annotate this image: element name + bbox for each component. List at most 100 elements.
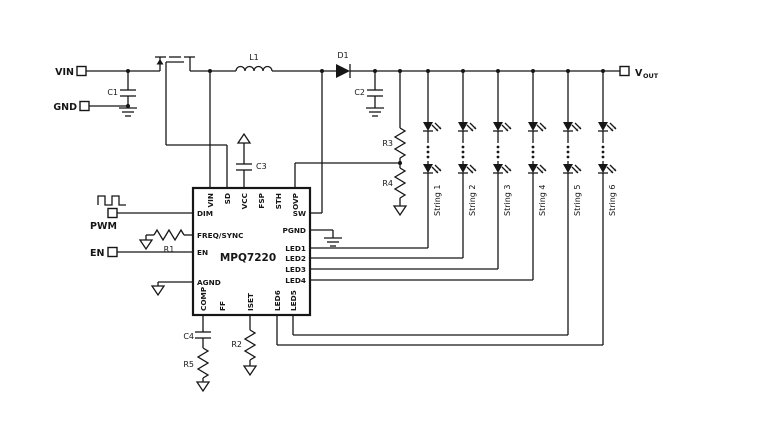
led-string-1: String 1 — [422, 121, 442, 216]
pwm-pad — [107, 207, 118, 219]
gnd-label: GND — [53, 102, 77, 113]
pin-label-led3: LED3 — [285, 265, 306, 274]
c4-label: C4 — [183, 332, 194, 341]
ground-icon — [118, 107, 138, 117]
wires — [86, 62, 620, 382]
c1-label: C1 — [107, 88, 118, 97]
led-icon — [562, 121, 582, 132]
led-icon — [597, 163, 617, 174]
resistor-icon — [394, 167, 406, 199]
analog-ground-icon — [151, 285, 165, 296]
led-string-5: String 5 — [562, 121, 582, 216]
pin-label-led6: LED6 — [273, 290, 282, 311]
ellipsis-dots-icon — [531, 145, 535, 159]
pin-label-en: EN — [197, 248, 208, 257]
led-string-3: String 3 — [492, 121, 512, 216]
capacitor-c3: C3 — [235, 132, 267, 171]
ground-icon — [323, 237, 343, 247]
vin-terminal: VIN — [55, 65, 87, 78]
led-icon — [492, 121, 512, 132]
diode-d1: D1 — [336, 51, 351, 78]
vout-subscript: OUT — [643, 72, 659, 80]
analog-ground-icon — [139, 239, 153, 250]
ground-icon — [365, 107, 385, 117]
pin-label-ovp: OVP — [291, 192, 300, 210]
inductor-icon — [235, 65, 273, 72]
pin-label-pgnd: PGND — [282, 226, 306, 235]
inductor-l1: L1 — [235, 53, 273, 72]
resistor-icon — [394, 127, 406, 159]
analog-ground-icon — [243, 365, 257, 376]
agnd-symbol — [151, 285, 165, 296]
mosfet-switch — [155, 56, 195, 71]
analog-ground-icon — [393, 205, 407, 216]
vout-terminal: V OUT — [619, 65, 659, 80]
vin-pad — [76, 65, 87, 77]
pin-label-dim: DIM — [197, 209, 213, 218]
resistor-icon — [153, 229, 185, 241]
pin-label-ff: FF — [218, 301, 227, 311]
analog-ground-icon — [196, 381, 210, 392]
resistor-r5: R5 — [183, 347, 210, 392]
pin-label-iset: ISET — [246, 293, 255, 311]
pin-label-sw: SW — [293, 209, 306, 218]
pin-label-led1: LED1 — [285, 244, 306, 253]
square-wave-icon — [97, 195, 126, 206]
led-string-2: String 2 — [457, 121, 477, 216]
pin-label-sth: STH — [274, 193, 283, 209]
ic-mpq7220: MPQ7220 DIM FREQ/SYNC EN AGND VIN SD VCC… — [191, 186, 312, 317]
gnd-pad — [79, 100, 90, 112]
pin-label-freq-sync: FREQ/SYNC — [197, 231, 243, 240]
led-string-label: String 2 — [468, 184, 477, 216]
ellipsis-dots-icon — [496, 145, 500, 159]
pin-label-vin: VIN — [206, 193, 215, 207]
led-icon — [527, 121, 547, 132]
r5-label: R5 — [183, 360, 194, 369]
capacitor-icon — [366, 89, 384, 97]
capacitor-c2: C2 — [354, 88, 385, 117]
pin-label-comp: COMP — [199, 286, 208, 311]
ellipsis-dots-icon — [461, 145, 465, 159]
led-icon — [527, 163, 547, 174]
led-string-label: String 6 — [608, 184, 617, 216]
ic-name: MPQ7220 — [220, 252, 276, 264]
capacitor-icon — [235, 163, 253, 171]
led-string-label: String 5 — [573, 184, 582, 216]
supply-arrow-icon — [236, 132, 252, 144]
en-pad — [107, 246, 118, 258]
r2-label: R2 — [231, 340, 242, 349]
led-string-4: String 4 — [527, 121, 547, 216]
capacitor-c4: C4 — [183, 331, 212, 341]
en-label: EN — [90, 248, 104, 259]
resistor-icon — [244, 329, 256, 361]
c3-label: C3 — [256, 162, 267, 171]
capacitor-c1: C1 — [107, 88, 138, 117]
pin-label-sd: SD — [223, 193, 232, 204]
pin-label-vcc: VCC — [240, 193, 249, 209]
resistor-r1: R1 — [139, 229, 185, 254]
led-icon — [422, 163, 442, 174]
ellipsis-dots-icon — [601, 145, 605, 159]
pgnd-ground — [323, 237, 343, 247]
led-string-label: String 4 — [538, 184, 547, 216]
junction-dots — [126, 69, 605, 165]
mosfet-arrow-icon — [156, 59, 164, 65]
led-string-6: String 6 — [597, 121, 617, 216]
ellipsis-dots-icon — [426, 145, 430, 159]
ic-body — [191, 186, 312, 317]
led-icon — [597, 121, 617, 132]
resistor-icon — [197, 347, 209, 379]
pwm-terminal: PWM — [90, 195, 126, 232]
led-icon — [562, 163, 582, 174]
led-string-label: String 1 — [433, 184, 442, 216]
led-icon — [492, 163, 512, 174]
en-terminal: EN — [90, 246, 118, 259]
pin-label-led4: LED4 — [285, 276, 306, 285]
led-icon — [457, 121, 477, 132]
led-icon — [457, 163, 477, 174]
c2-label: C2 — [354, 88, 365, 97]
led-string-label: String 3 — [503, 184, 512, 216]
resistor-r2: R2 — [231, 329, 257, 376]
